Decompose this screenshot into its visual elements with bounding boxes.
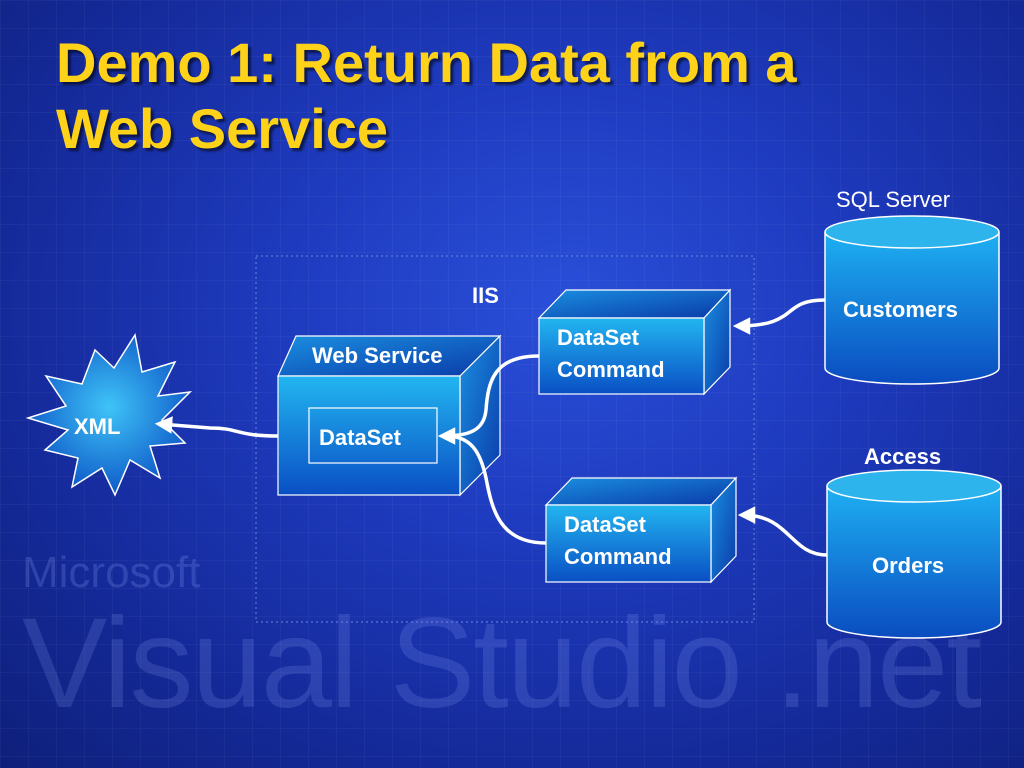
dataset-command-box-1 [537, 288, 732, 396]
web-service-label: Web Service [312, 343, 443, 368]
dataset-inner-box [308, 407, 438, 464]
dataset-label: DataSet [319, 425, 401, 450]
command1-label: DataSet Command [557, 322, 665, 386]
customers-label: Customers [843, 297, 958, 322]
watermark-visual-studio: Visual Studio .net [22, 592, 982, 735]
command2-line1: DataSet [564, 512, 646, 537]
dataset-command-box-2 [544, 476, 738, 584]
iis-label: IIS [472, 283, 499, 308]
slide-title: Demo 1: Return Data from a Web Service [56, 30, 1016, 162]
iis-boundary [255, 255, 755, 623]
arrow-orders-to-command2 [737, 506, 828, 557]
command1-line2: Command [557, 357, 665, 382]
command2-label: DataSet Command [564, 509, 672, 573]
xml-starburst [25, 332, 193, 497]
web-service-box [277, 334, 502, 497]
arrow-dataset-to-xml [154, 416, 279, 438]
orders-label: Orders [872, 553, 945, 578]
watermark-microsoft: Microsoft [22, 548, 201, 597]
xml-label: XML [74, 414, 121, 439]
slide-title-line2: Web Service [56, 97, 389, 160]
access-label: Access [864, 444, 942, 469]
command2-line2: Command [564, 544, 672, 569]
arrow-command1-to-dataset [437, 354, 540, 445]
sql-server-label: SQL Server [836, 187, 951, 212]
command1-line1: DataSet [557, 325, 639, 350]
orders-database-cylinder [826, 469, 1002, 639]
customers-database-cylinder [824, 215, 1000, 385]
arrow-customers-to-command1 [732, 298, 826, 335]
arrow-command2-to-dataset [449, 434, 547, 545]
slide-title-line1: Demo 1: Return Data from a [56, 31, 797, 94]
